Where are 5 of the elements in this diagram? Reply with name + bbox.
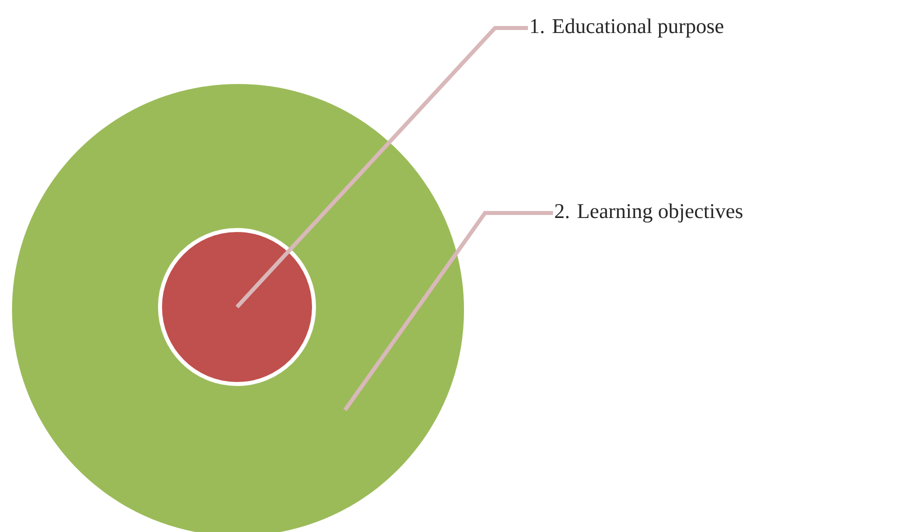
label-text: 1. Educational purpose [531,18,724,38]
leader-line [343,211,553,412]
label-text: 2. Learning objectives [555,203,742,223]
circle [158,228,316,386]
leader-line [236,26,528,308]
